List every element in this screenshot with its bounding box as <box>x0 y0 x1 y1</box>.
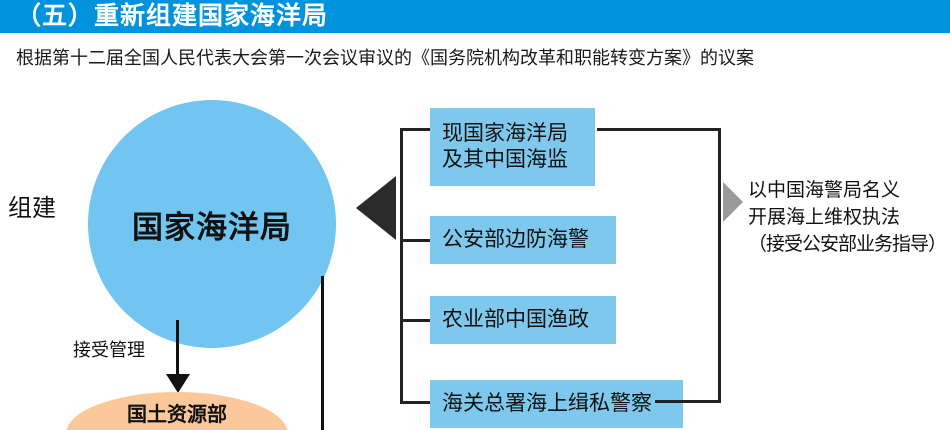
source-box[interactable]: 海关总署海上缉私警察 <box>430 380 683 428</box>
source-box-label-line1: 农业部中国渔政 <box>442 307 589 331</box>
ministry-node-label: 国土资源部 <box>127 404 227 426</box>
source-box-label-line2: 及其中国海监 <box>442 148 568 171</box>
right-bracket-spine <box>718 128 721 403</box>
source-box-label-line1: 现国家海洋局 <box>442 121 568 145</box>
main-node-circle: 国家海洋局 <box>88 100 336 348</box>
build-label: 组建 <box>8 195 56 222</box>
management-connector-line <box>176 320 179 378</box>
left-bracket-stub-4 <box>400 401 431 404</box>
main-node-label: 国家海洋局 <box>132 209 292 245</box>
left-triangle-icon <box>356 176 396 240</box>
outcome-line-1: 以中国海警局名义 <box>748 180 901 201</box>
left-bracket-stub-1 <box>400 128 431 131</box>
left-bracket-spine <box>400 128 403 403</box>
right-bracket-top-arm <box>597 128 721 131</box>
right-triangle-icon <box>723 182 743 222</box>
management-arrowhead-icon <box>166 374 190 393</box>
page-title: （五）重新组建国家海洋局 <box>16 2 329 30</box>
outcome-text-block: 以中国海警局名义 开展海上维权执法 （接受公安部业务指导） <box>748 178 947 259</box>
right-bracket-bottom-arm <box>655 400 721 403</box>
source-box[interactable]: 公安部边防海警 <box>430 216 616 264</box>
left-bracket-stub-3 <box>400 319 431 322</box>
subtitle-text: 根据第十二届全国人民代表大会第一次会议审议的《国务院机构改革和职能转变方案》的议… <box>16 48 754 68</box>
outcome-line-3: （接受公安部业务指导） <box>748 233 947 255</box>
source-box[interactable]: 现国家海洋局 及其中国海监 <box>430 108 595 186</box>
source-box-label-line1: 海关总署海上缉私警察 <box>442 391 652 415</box>
source-box[interactable]: 农业部中国渔政 <box>430 296 616 344</box>
left-bracket-stub-2 <box>400 239 431 242</box>
management-edge-label: 接受管理 <box>73 340 145 360</box>
outcome-line-2: 开展海上维权执法 <box>748 206 901 228</box>
source-box-label-line1: 公安部边防海警 <box>442 227 589 251</box>
vertical-drop-connector <box>321 276 324 430</box>
header-bar <box>0 0 950 33</box>
